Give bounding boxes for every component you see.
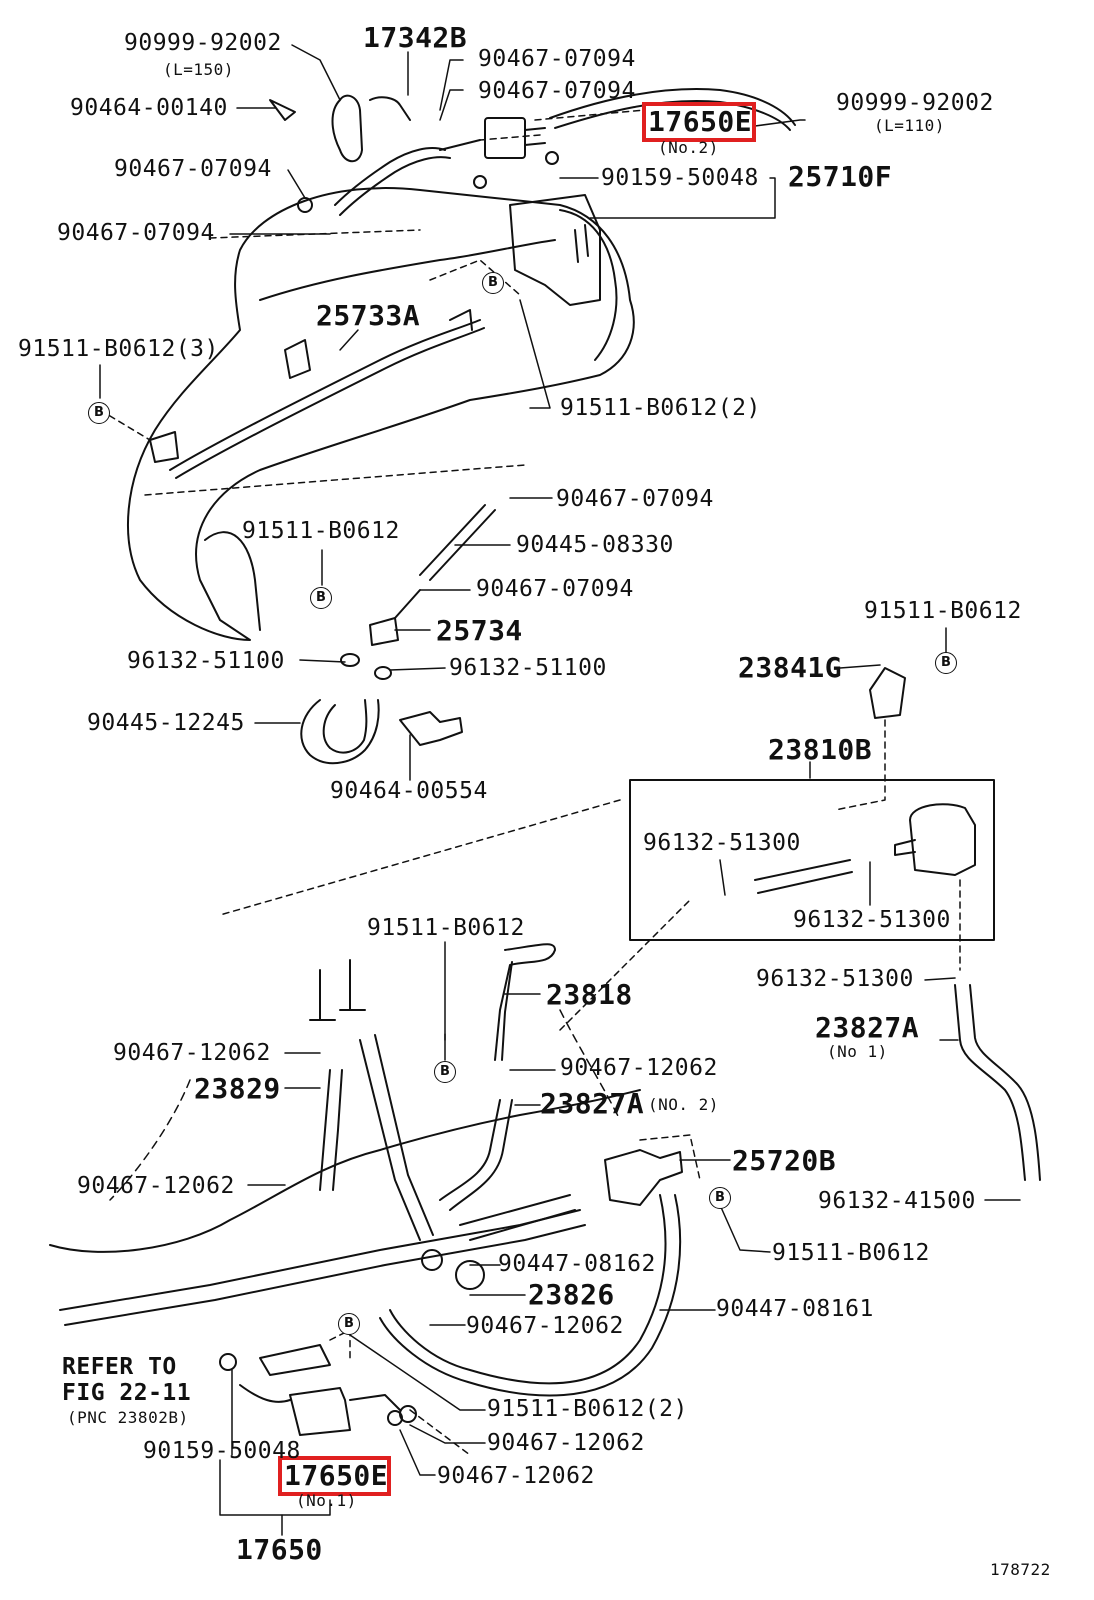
part-label: 90467-12062 <box>77 1173 235 1199</box>
bolt-marker-b: B <box>338 1313 360 1335</box>
part-label: 25733A <box>316 299 421 332</box>
hose-23829 <box>319 1069 343 1191</box>
bracket-25710f <box>509 194 601 306</box>
refer-note-line-2: FIG 22-11 <box>62 1380 192 1406</box>
hose-90447-08162 <box>459 1194 576 1241</box>
part-label: 96132-51100 <box>449 655 607 681</box>
part-label: 90467-07094 <box>478 78 636 104</box>
part-label: 90447-08161 <box>716 1296 874 1322</box>
part-label: 91511-B0612 <box>242 518 400 544</box>
part-label: 90467-12062 <box>466 1313 624 1339</box>
hose-23827a-no1 <box>954 984 1026 1181</box>
sub-note: (NO. 2) <box>648 1095 719 1114</box>
part-label: 90467-07094 <box>57 220 215 246</box>
leader-lines <box>99 44 1021 1536</box>
bolt-marker-b: B <box>88 402 110 424</box>
part-label: 25734 <box>436 614 523 647</box>
part-label: 23827A <box>540 1087 645 1120</box>
highlight-box-17650e-no1 <box>278 1456 391 1496</box>
part-label: 90447-08162 <box>498 1251 656 1277</box>
manifold-inner-curve <box>259 239 556 301</box>
intake-manifold-outline <box>127 187 635 641</box>
hose-90445-08330 <box>419 504 496 581</box>
part-label: 90467-07094 <box>478 46 636 72</box>
hose-striped <box>359 1034 434 1241</box>
hose-23827a-no2 <box>439 1099 513 1211</box>
sub-note: (No.2) <box>658 138 719 157</box>
part-label: 90159-50048 <box>143 1438 301 1464</box>
length-note: (L=150) <box>163 60 234 79</box>
vsv-lower-left <box>399 711 463 746</box>
bolt-marker-b: B <box>482 272 504 294</box>
part-label: 90467-07094 <box>556 486 714 512</box>
part-label: 90467-07094 <box>114 156 272 182</box>
highlight-box-17650e-no2 <box>642 102 756 142</box>
part-label: 91511-B0612(2) <box>560 395 761 421</box>
part-label: 90445-12245 <box>87 710 245 736</box>
part-label: 23826 <box>528 1278 615 1311</box>
part-label-highlighted[interactable]: 17650E <box>284 1459 389 1492</box>
part-label-highlighted[interactable]: 17650E <box>648 105 753 138</box>
valve-23810b <box>909 803 976 876</box>
part-label: 90467-07094 <box>476 576 634 602</box>
bolt-marker-b: B <box>935 652 957 674</box>
bolt-marker-b: B <box>434 1061 456 1083</box>
part-label: 96132-51300 <box>793 907 951 933</box>
part-label: 23827A <box>815 1011 920 1044</box>
length-note: (L=110) <box>874 116 945 135</box>
sub-note: (No.1) <box>296 1491 357 1510</box>
pipe-23818 <box>494 943 556 1061</box>
part-label: 90159-50048 <box>601 165 759 191</box>
lower-frame-outline <box>49 1089 641 1253</box>
hose-17342b <box>331 94 363 163</box>
part-label: 91511-B0612(3) <box>18 336 219 362</box>
manifold-runner-left <box>204 531 261 631</box>
part-label: 23841G <box>738 651 843 684</box>
vsv-25720b <box>604 1149 683 1206</box>
part-label: 96132-51100 <box>127 648 285 674</box>
part-label: 90464-00140 <box>70 95 228 121</box>
bracket-25734 <box>369 617 399 646</box>
bolt-marker-b: B <box>709 1187 731 1209</box>
pipe-25733a <box>169 319 481 471</box>
part-label: 90999-92002 <box>124 30 282 56</box>
part-label: 17650 <box>236 1533 323 1566</box>
part-label: 90445-08330 <box>516 532 674 558</box>
part-label: 25710F <box>788 160 893 193</box>
bolt-marker-b: B <box>310 587 332 609</box>
vsv-17650e-no2 <box>484 117 526 159</box>
part-label: 91511-B0612 <box>864 598 1022 624</box>
figure-id: 178722 <box>990 1560 1051 1579</box>
hose-90999-92002-l110 <box>549 88 796 126</box>
sub-note: (No 1) <box>827 1042 888 1061</box>
part-label: 23810B <box>768 733 873 766</box>
refer-note-line-3: (PNC 23802B) <box>67 1408 189 1427</box>
vsv-17650e-no1 <box>289 1387 351 1436</box>
part-label: 96132-51300 <box>756 966 914 992</box>
part-label: 91511-B0612(2) <box>487 1396 688 1422</box>
part-label: 25720B <box>732 1144 837 1177</box>
part-label: 17342B <box>363 21 468 54</box>
part-label: 90464-00554 <box>330 778 488 804</box>
hose-90445-12245 <box>300 699 380 765</box>
part-label: 91511-B0612 <box>772 1240 930 1266</box>
part-label: 96132-51300 <box>643 830 801 856</box>
bracket-23841g <box>869 667 906 719</box>
part-label: 90467-12062 <box>560 1055 718 1081</box>
part-label: 90467-12062 <box>487 1430 645 1456</box>
dashed-leaders-top <box>99 109 646 496</box>
part-label: 96132-41500 <box>818 1188 976 1214</box>
box-23810b <box>629 779 995 941</box>
part-label: 23818 <box>546 978 633 1011</box>
part-label: 90467-12062 <box>437 1463 595 1489</box>
part-label: 91511-B0612 <box>367 915 525 941</box>
part-label: 90999-92002 <box>836 90 994 116</box>
manifold-runner-right <box>559 209 618 361</box>
part-label: 90467-12062 <box>113 1040 271 1066</box>
part-label: 23829 <box>194 1072 281 1105</box>
hose-96132-box <box>754 859 853 894</box>
refer-note-line-1: REFER TO <box>62 1354 177 1380</box>
